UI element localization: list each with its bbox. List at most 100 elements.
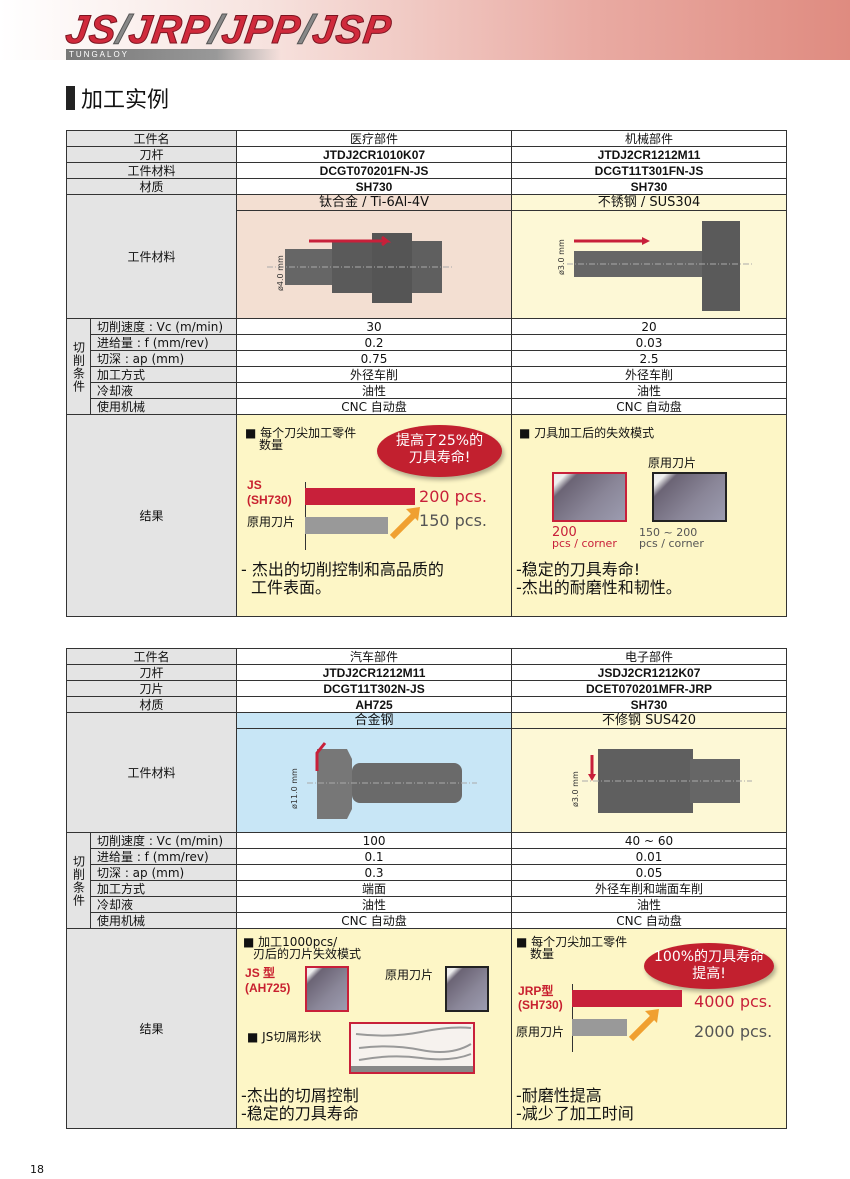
condition-value: 外径车削	[511, 366, 788, 383]
old-label: 原用刀片	[516, 1025, 565, 1039]
label-results: 结果	[65, 414, 238, 617]
chart-title: ■ 每个刀尖加工零件	[245, 426, 357, 440]
condition-label: 使用机械	[89, 912, 238, 929]
label-part: 工件名	[65, 130, 238, 147]
holder-value: JTDJ2CR1212M11	[236, 664, 513, 681]
workpiece-image: ø3.0 mm	[511, 210, 788, 319]
bar-new	[572, 990, 683, 1007]
note-1: -耐磨性提高	[516, 1086, 602, 1105]
grade-value: SH730	[511, 178, 788, 195]
material-value: 不锈钢 / SUS304	[511, 194, 788, 211]
label-insert: 工件材料	[65, 162, 238, 179]
condition-label: 切削速度 : Vc (m/min)	[89, 832, 238, 849]
result-left: ■ 加工1000pcs/ 刃后的刀片失效模式 JS 型 (AH725) 原用刀片…	[236, 928, 513, 1129]
failure-title: ■ 加工1000pcs/	[243, 935, 338, 949]
condition-value: 0.1	[236, 848, 513, 865]
part-value: 医疗部件	[236, 130, 513, 147]
workpiece-drawing: ø3.0 mm	[557, 221, 753, 311]
grade-value: SH730	[511, 696, 788, 713]
condition-label: 进给量 : f (mm/rev)	[89, 334, 238, 351]
workpiece-image: ø11.0 mm	[236, 728, 513, 833]
result-right: ■ 刀具加工后的失效模式 原用刀片 200 pcs / corner 150 ~…	[511, 414, 788, 617]
old-insert-photo	[445, 966, 490, 1012]
condition-label: 冷却液	[89, 896, 238, 913]
new-label-2: (SH730)	[247, 493, 292, 507]
part-value: 机械部件	[511, 130, 788, 147]
label-grade: 材质	[65, 696, 238, 713]
condition-label: 加工方式	[89, 366, 238, 383]
chart-title-2: 数量	[259, 438, 284, 452]
result-right: ■ 每个刀尖加工零件 数量 100%的刀具寿命提高! JRP型 (SH730) …	[511, 928, 788, 1129]
chip-title: ■ JS切屑形状	[247, 1030, 322, 1044]
new-label: JS 型	[245, 966, 276, 980]
condition-value: 100	[236, 832, 513, 849]
callout-line-1: 提高了25%的	[395, 433, 484, 449]
condition-label: 切深 : ap (mm)	[89, 350, 238, 367]
row-results: 结果 ■ 每个刀尖加工零件 数量 提高了25%的刀具寿命! JS (SH730)…	[65, 414, 788, 617]
condition-value: CNC 自动盘	[511, 398, 788, 415]
condition-label: 使用机械	[89, 398, 238, 415]
workpiece-image: ø3.0 mm	[511, 728, 788, 833]
insert-value: DCGT11T302N-JS	[236, 680, 513, 697]
label-grade: 材质	[65, 178, 238, 195]
product-logo: JS/JRP/JPP/JSP	[62, 8, 395, 53]
part-value: 电子部件	[511, 648, 788, 665]
bar-old	[305, 517, 388, 534]
old-unit: pcs / corner	[639, 537, 704, 550]
note-1: -杰出的切屑控制	[241, 1086, 359, 1105]
condition-value: 油性	[236, 896, 513, 913]
workpiece-drawing: ø4.0 mm	[267, 233, 453, 303]
label-conditions: 切削条件	[66, 832, 91, 929]
result-left: ■ 每个刀尖加工零件 数量 提高了25%的刀具寿命! JS (SH730) 原用…	[236, 414, 513, 617]
condition-label: 加工方式	[89, 880, 238, 897]
condition-value: 油性	[236, 382, 513, 399]
callout-badge: 100%的刀具寿命提高!	[644, 943, 775, 989]
label-insert: 刀片	[65, 680, 238, 697]
new-label-2: (SH730)	[518, 998, 563, 1012]
new-insert-photo	[552, 472, 628, 522]
row-condition: 加工方式外径车削外径车削	[67, 366, 788, 383]
svg-text:ø3.0 mm: ø3.0 mm	[571, 771, 580, 807]
note-1: - 杰出的切削控制和高品质的	[241, 560, 444, 579]
failure-title-2: 刃后的刀片失效模式	[253, 947, 362, 961]
brand-label: TUNGALOY	[66, 49, 281, 60]
condition-value: 0.03	[511, 334, 788, 351]
row-part: 工件名汽车部件电子部件	[65, 648, 788, 665]
condition-label: 进给量 : f (mm/rev)	[89, 848, 238, 865]
old-value: 2000 pcs.	[694, 1022, 773, 1041]
page-number: 18	[30, 1163, 44, 1176]
condition-value: 20	[511, 318, 788, 335]
condition-value: 油性	[511, 896, 788, 913]
row-part: 工件名医疗部件机械部件	[65, 130, 788, 147]
row-drawing: ø11.0 mm ø3.0 mm	[67, 728, 788, 833]
part-value: 汽车部件	[236, 648, 513, 665]
condition-value: 0.01	[511, 848, 788, 865]
failure-title: ■ 刀具加工后的失效模式	[519, 426, 655, 440]
workpiece-drawing: ø3.0 mm	[571, 749, 753, 813]
grade-value: SH730	[236, 178, 513, 195]
label-workpiece: 工件材料	[65, 712, 238, 833]
old-value: 150 ~ 200	[639, 526, 698, 539]
note-1: -稳定的刀具寿命!	[516, 560, 641, 579]
insert-value: DCGT070201FN-JS	[236, 162, 513, 179]
condition-value: 油性	[511, 382, 788, 399]
condition-value: 2.5	[511, 350, 788, 367]
condition-value: 0.3	[236, 864, 513, 881]
label-holder: 刀杆	[65, 146, 238, 163]
old-label: 原用刀片	[648, 456, 697, 470]
